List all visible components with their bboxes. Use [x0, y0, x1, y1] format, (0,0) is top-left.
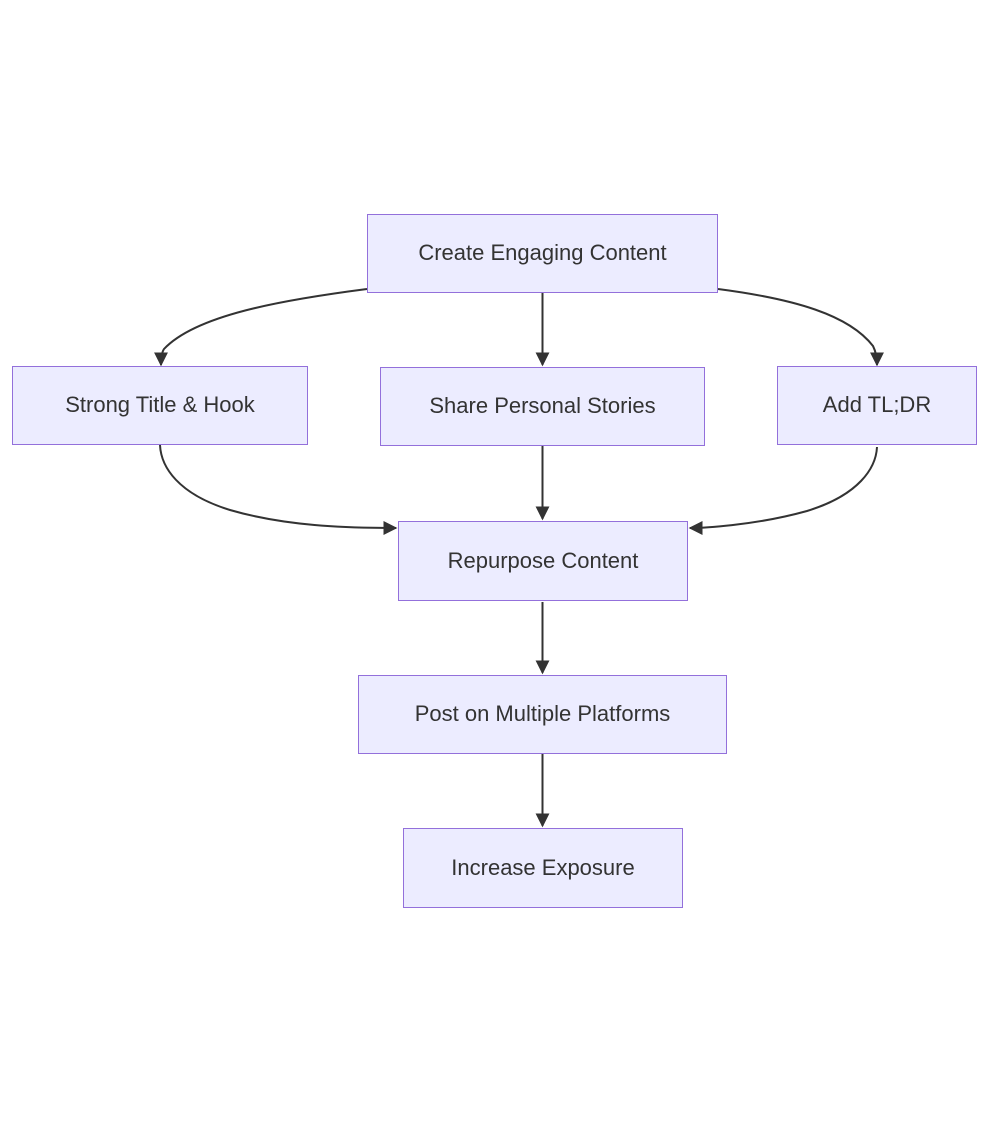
node-create-engaging-content: Create Engaging Content — [367, 214, 718, 293]
node-increase-exposure: Increase Exposure — [403, 828, 683, 908]
node-label: Strong Title & Hook — [65, 392, 255, 418]
edge-create-to-add-tldr — [717, 288, 884, 367]
node-label: Share Personal Stories — [429, 393, 656, 419]
node-label: Increase Exposure — [451, 854, 635, 880]
edge-strong-title-to-repurpose — [159, 444, 398, 535]
node-label: Add TL;DR — [822, 392, 932, 418]
node-share-personal-stories: Share Personal Stories — [380, 367, 705, 446]
node-add-tldr: Add TL;DR — [777, 366, 977, 445]
node-label: Repurpose Content — [447, 547, 639, 573]
node-label: Create Engaging Content — [418, 240, 667, 266]
node-post-on-multiple-platforms: Post on Multiple Platforms — [358, 675, 727, 754]
node-label: Post on Multiple Platforms — [414, 701, 671, 727]
node-strong-title-hook: Strong Title & Hook — [12, 366, 308, 445]
edge-add-tldr-to-repurpose — [688, 446, 878, 535]
edge-create-to-strong-title — [154, 288, 368, 367]
node-repurpose-content: Repurpose Content — [398, 521, 688, 601]
